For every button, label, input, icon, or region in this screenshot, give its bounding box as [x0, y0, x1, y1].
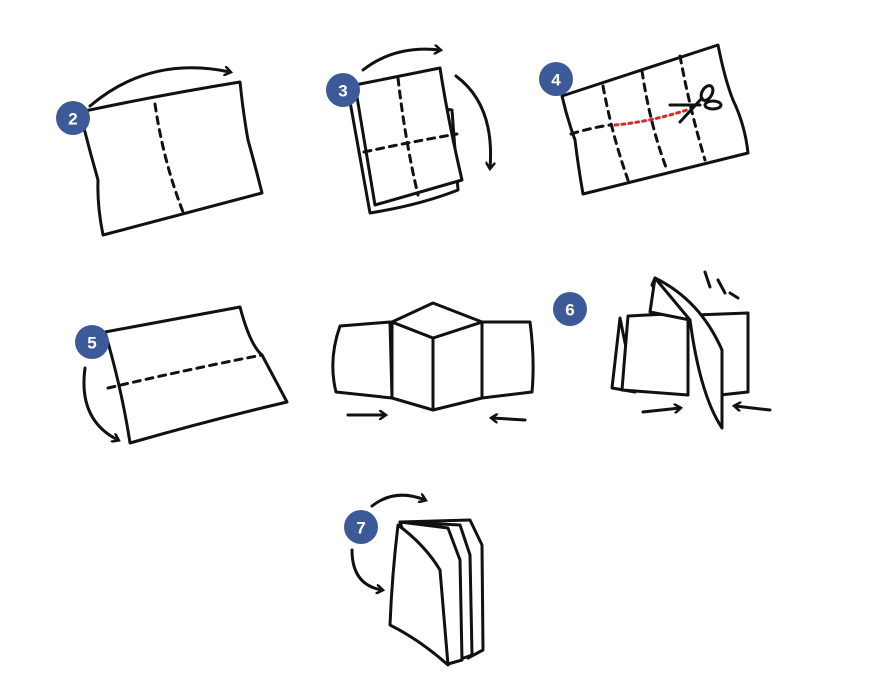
step-number: 4 — [551, 71, 561, 90]
push-arrow-right — [735, 406, 772, 410]
paper-sheet — [103, 305, 289, 445]
left-panel — [331, 320, 394, 400]
fold-line-horizontal — [362, 132, 459, 154]
push-arrow-right — [492, 418, 527, 420]
step-badge — [344, 510, 378, 544]
fold-arrow-top — [361, 49, 440, 72]
step-7: 7 — [344, 495, 485, 667]
step-2: 2 — [56, 68, 264, 237]
cut-line — [613, 107, 692, 127]
step-4: 4 — [539, 43, 750, 196]
step-6: 6 — [553, 270, 772, 430]
popping-flap-back — [648, 276, 692, 322]
step-badge — [539, 62, 573, 96]
step-number: 2 — [68, 110, 77, 129]
paper-sheet — [78, 80, 264, 237]
front-cover — [388, 523, 450, 667]
burst-lines — [703, 270, 740, 300]
fold-line — [106, 353, 264, 390]
step-3: 3 — [326, 49, 491, 215]
flip-arrow-top — [370, 495, 425, 508]
step-number: 7 — [356, 519, 365, 538]
scissors-icon — [668, 84, 723, 124]
push-arrow-left — [641, 408, 680, 412]
step-number: 3 — [338, 82, 347, 101]
accordion-push-figure — [331, 301, 535, 420]
step-5: 5 — [75, 305, 289, 445]
step-badge — [56, 101, 90, 135]
fold-line-vertical — [396, 76, 420, 197]
fold-line — [153, 102, 185, 214]
step-badge — [75, 325, 109, 359]
fold-line-horizontal — [569, 123, 612, 136]
flip-arrow-left — [350, 548, 382, 590]
fold-arrow — [82, 366, 118, 440]
fold-arrow — [88, 68, 230, 108]
step-number: 5 — [87, 334, 96, 353]
step-number: 6 — [565, 301, 574, 320]
right-panel — [480, 320, 535, 400]
paper-sheet — [560, 43, 750, 196]
left-panel — [620, 311, 690, 397]
step-badge — [553, 292, 587, 326]
fold-arrow-right — [454, 74, 491, 168]
fold-line — [640, 69, 669, 172]
step-badge — [326, 73, 360, 107]
